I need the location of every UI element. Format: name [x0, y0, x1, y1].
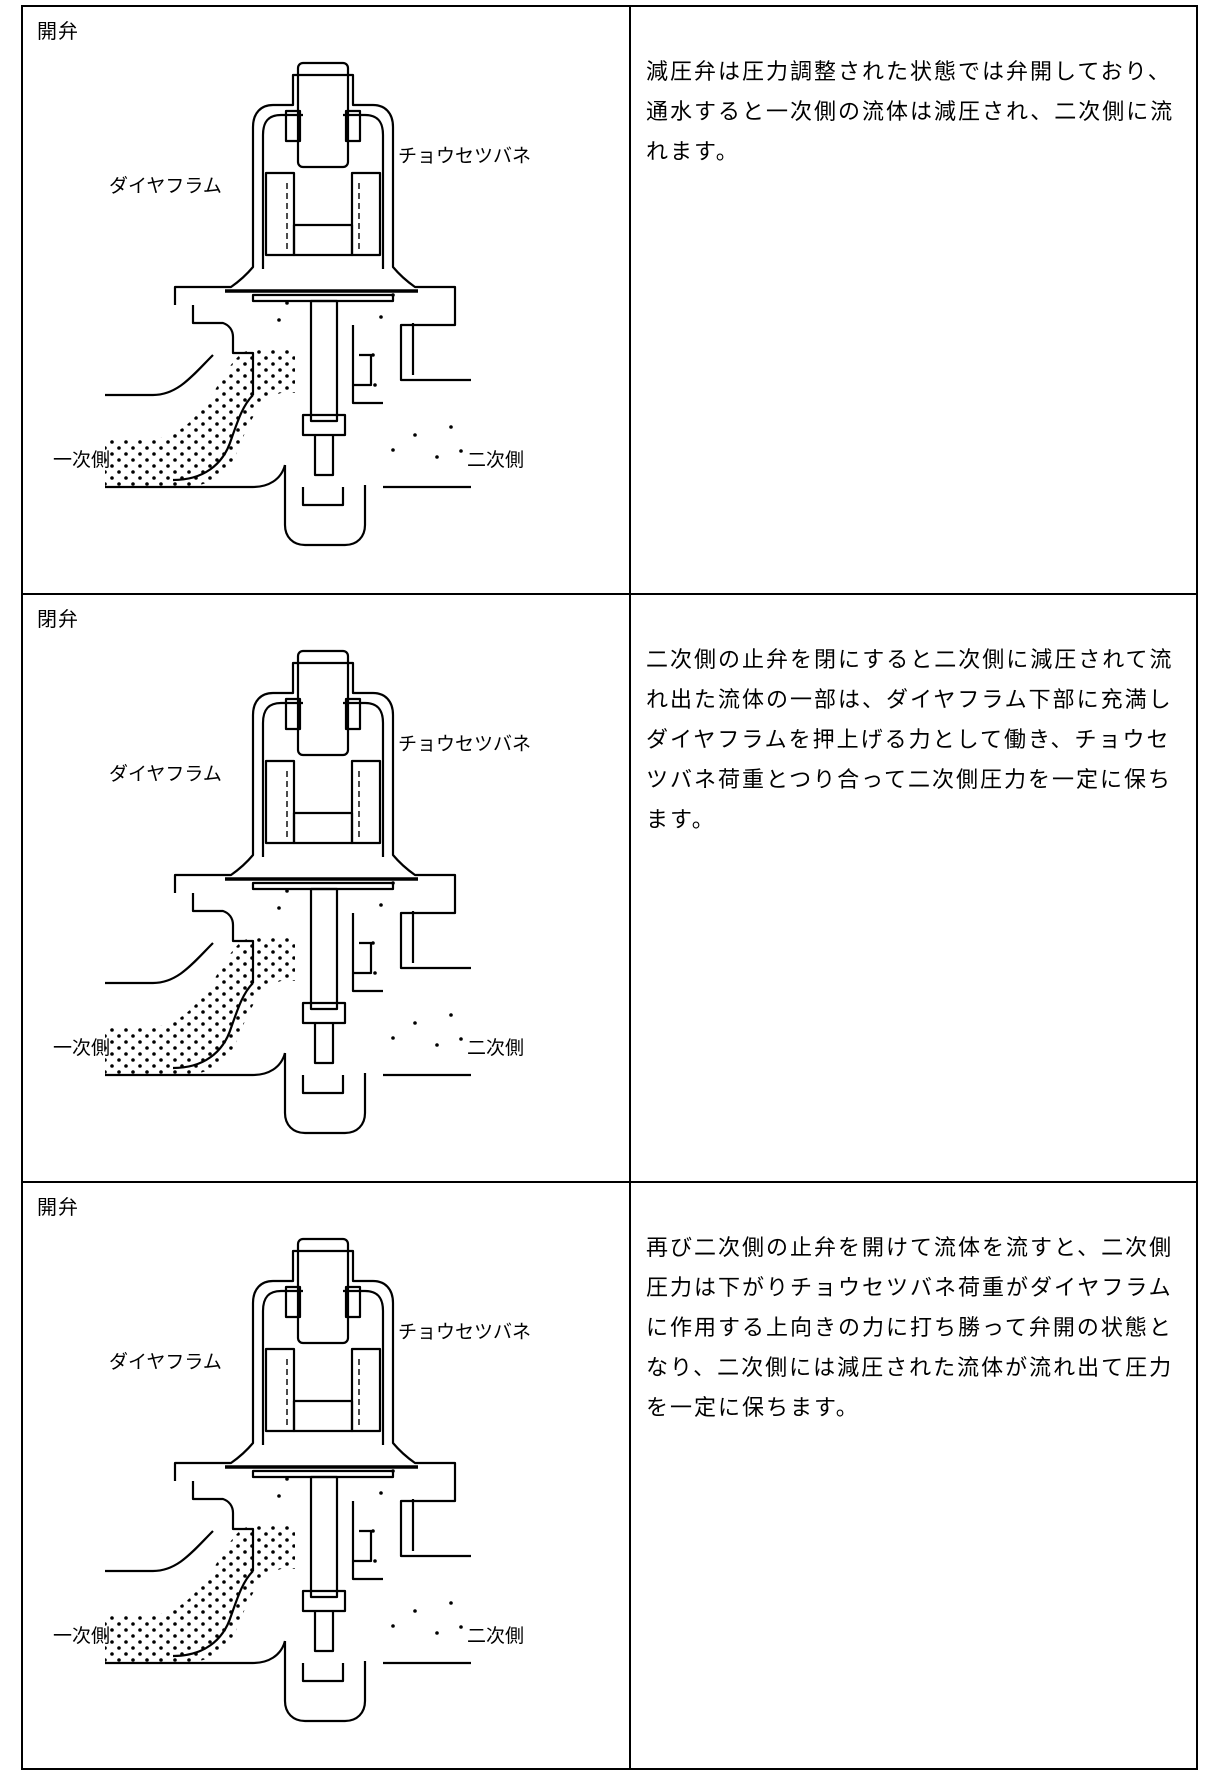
- diaphragm-label: ダイヤフラム: [109, 763, 222, 785]
- description-text: 減圧弁は圧力調整された状態では弁開しており、通水すると一次側の流体は減圧され、二…: [646, 60, 1175, 165]
- step-row-closed: 閉弁 チョウセツバネ ダイヤフラム 一次側 二次側 二次側の止弁を閉にすると二次…: [21, 593, 1198, 1183]
- figure-cell: 閉弁 チョウセツバネ ダイヤフラム 一次側 二次側: [21, 593, 631, 1183]
- diaphragm-label: ダイヤフラム: [109, 1351, 222, 1373]
- primary-side-label: 一次側: [53, 449, 110, 471]
- state-label: 開弁: [37, 1195, 79, 1219]
- figure-cell: 開弁 チョウセツバネ ダイヤフラム 一次側 二次側: [21, 5, 631, 595]
- primary-side-label: 一次側: [53, 1037, 110, 1059]
- description-cell: 二次側の止弁を閉にすると二次側に減圧されて流れ出た流体の一部は、ダイヤフラム下部…: [629, 593, 1198, 1183]
- state-label: 閉弁: [37, 607, 79, 631]
- description-cell: 減圧弁は圧力調整された状態では弁開しており、通水すると一次側の流体は減圧され、二…: [629, 5, 1198, 595]
- secondary-side-label: 二次側: [467, 1037, 524, 1059]
- operation-table: 開弁 チョウセツバネ ダイヤフラム 一次側 二次側 減圧弁は圧力調整された状態で…: [21, 5, 1198, 1770]
- spring-label: チョウセツバネ: [398, 1321, 531, 1343]
- description-text: 再び二次側の止弁を開けて流体を流すと、二次側圧力は下がりチョウセツバネ荷重がダイ…: [646, 1236, 1174, 1421]
- pressure-reducing-valve-diagram: チョウセツバネ ダイヤフラム 一次側 二次側: [53, 1237, 531, 1723]
- figure-cell: 開弁 チョウセツバネ ダイヤフラム 一次側 二次側: [21, 1181, 631, 1770]
- valve-operation-sheet: 開弁 チョウセツバネ ダイヤフラム 一次側 二次側 減圧弁は圧力調整された状態で…: [21, 5, 1198, 1786]
- pressure-reducing-valve-diagram: チョウセツバネ ダイヤフラム 一次側 二次側: [53, 649, 531, 1135]
- spring-label: チョウセツバネ: [398, 145, 531, 167]
- secondary-side-label: 二次側: [467, 1625, 524, 1647]
- diaphragm-label: ダイヤフラム: [109, 175, 222, 197]
- pressure-reducing-valve-diagram: チョウセツバネ ダイヤフラム 一次側 二次側: [53, 61, 531, 547]
- state-label: 開弁: [37, 19, 79, 43]
- step-row-reopen: 開弁 チョウセツバネ ダイヤフラム 一次側 二次側 再び二次側の止弁を開けて流体…: [21, 1181, 1198, 1770]
- description-text: 二次側の止弁を閉にすると二次側に減圧されて流れ出た流体の一部は、ダイヤフラム下部…: [646, 648, 1174, 833]
- spring-label: チョウセツバネ: [398, 733, 531, 755]
- secondary-side-label: 二次側: [467, 449, 524, 471]
- step-row-open: 開弁 チョウセツバネ ダイヤフラム 一次側 二次側 減圧弁は圧力調整された状態で…: [21, 5, 1198, 595]
- primary-side-label: 一次側: [53, 1625, 110, 1647]
- description-cell: 再び二次側の止弁を開けて流体を流すと、二次側圧力は下がりチョウセツバネ荷重がダイ…: [629, 1181, 1198, 1770]
